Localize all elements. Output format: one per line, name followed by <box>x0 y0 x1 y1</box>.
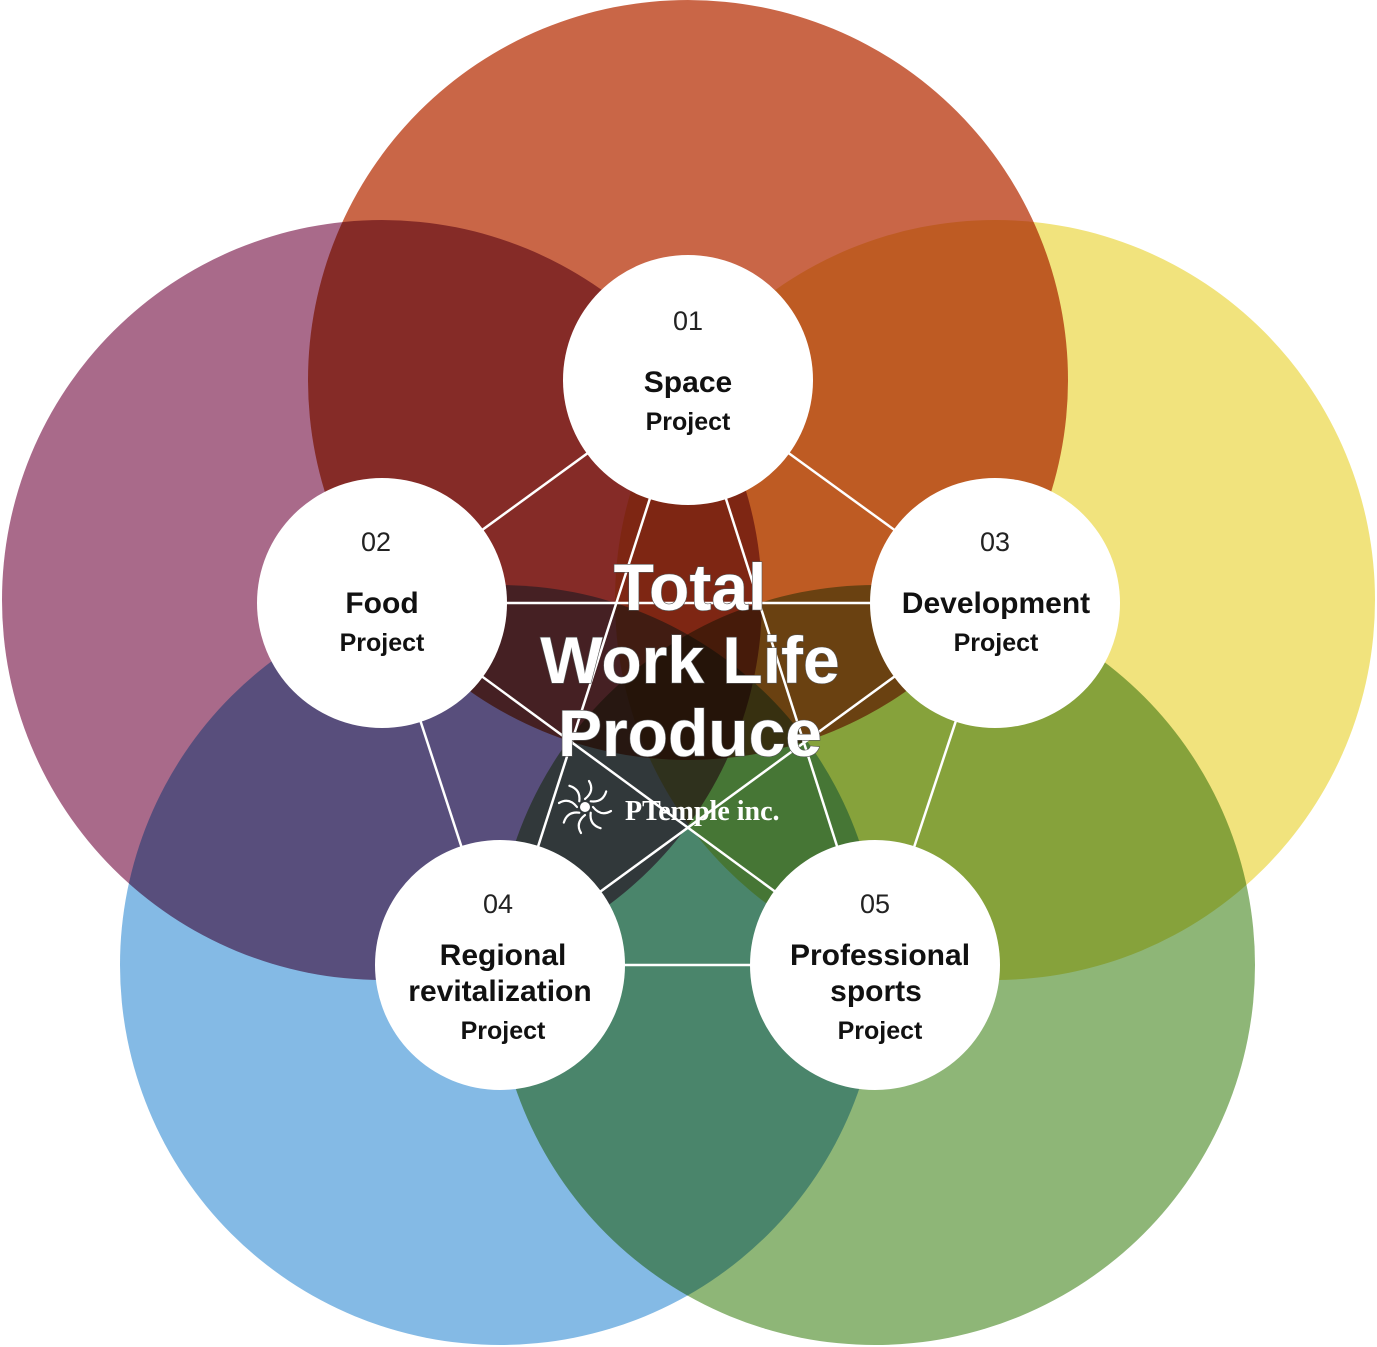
node-circle <box>257 478 507 728</box>
node-food: 02 Food Project <box>257 478 507 728</box>
node-development: 03 Development Project <box>870 478 1120 728</box>
node-subtitle: Project <box>954 629 1039 657</box>
node-title: Food <box>345 587 418 620</box>
node-circle <box>870 478 1120 728</box>
node-circle <box>375 840 625 1090</box>
node-title-line2: revitalization <box>408 975 591 1008</box>
node-title: Space <box>644 366 732 399</box>
node-subtitle: Project <box>838 1017 923 1045</box>
center-title: Total Work Life Produce <box>540 549 841 770</box>
node-space: 01 Space Project <box>563 255 813 505</box>
node-title: Development <box>902 587 1090 620</box>
node-title-line1: Professional <box>790 939 970 972</box>
center-title-line3: Produce <box>558 696 822 770</box>
company-name: PTemple inc. <box>625 796 780 827</box>
node-circle <box>563 255 813 505</box>
center-title-line1: Total <box>614 550 767 624</box>
node-title-line1: Regional <box>440 939 567 972</box>
spiral-sun-icon <box>557 779 613 835</box>
node-professional-sports: 05 Professional sports Project <box>750 840 1000 1090</box>
node-circle <box>750 840 1000 1090</box>
node-subtitle: Project <box>340 629 425 657</box>
node-subtitle: Project <box>646 408 731 436</box>
company-logo: PTemple inc. <box>557 779 780 835</box>
node-number: 03 <box>980 527 1010 557</box>
center-title-line2: Work Life <box>540 623 839 697</box>
node-number: 01 <box>673 306 703 336</box>
project-nodes: 01 Space Project 02 Food Project 03 Deve… <box>257 255 1120 1090</box>
node-number: 05 <box>860 889 890 919</box>
node-title-line2: sports <box>830 975 922 1008</box>
node-regional-revitalization: 04 Regional revitalization Project <box>375 840 625 1090</box>
node-number: 04 <box>483 889 513 919</box>
node-number: 02 <box>361 527 391 557</box>
node-subtitle: Project <box>461 1017 546 1045</box>
